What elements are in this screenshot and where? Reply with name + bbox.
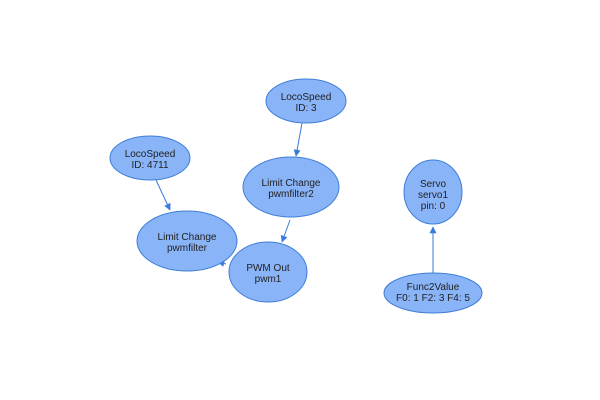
node-limit-change-pwmfilter[interactable]: Limit Change pwmfilter: [136, 210, 238, 272]
node-label-line1: LocoSpeed: [281, 92, 332, 103]
node-label-line1: Limit Change: [158, 232, 217, 243]
node-label-line1: Limit Change: [262, 178, 321, 189]
node-label-line2: F0: 1 F2: 3 F4: 5: [396, 293, 470, 304]
node-label-line1: LocoSpeed: [125, 149, 176, 160]
node-label-line2: pwm1: [255, 274, 282, 285]
node-label-line2: pwmfilter: [167, 243, 208, 254]
node-label-line2: servo1: [418, 190, 448, 201]
node-label-line1: Servo: [420, 179, 447, 190]
node-limit-change-pwmfilter2[interactable]: Limit Change pwmfilter2: [242, 156, 340, 218]
node-servo[interactable]: Servo servo1 pin: 0: [403, 159, 463, 225]
edge-pwmfilter2-to-pwmout: [280, 219, 291, 243]
node-label-line2: pwmfilter2: [268, 189, 314, 200]
node-label-line3: pin: 0: [421, 201, 446, 212]
edge-locospeed4711-to-pwmfilter: [155, 179, 171, 211]
node-locospeed-3[interactable]: LocoSpeed ID: 3: [265, 78, 347, 124]
node-locospeed-4711[interactable]: LocoSpeed ID: 4711: [109, 135, 191, 181]
node-label-line1: PWM Out: [246, 263, 290, 274]
node-func2value[interactable]: Func2Value F0: 1 F2: 3 F4: 5: [383, 272, 483, 314]
node-label-line2: ID: 3: [295, 103, 317, 114]
node-label-line1: Func2Value: [407, 282, 460, 293]
node-label-line2: ID: 4711: [131, 160, 168, 171]
edge-locospeed3-to-pwmfilter2: [293, 122, 303, 157]
node-pwm-out[interactable]: PWM Out pwm1: [228, 241, 308, 303]
